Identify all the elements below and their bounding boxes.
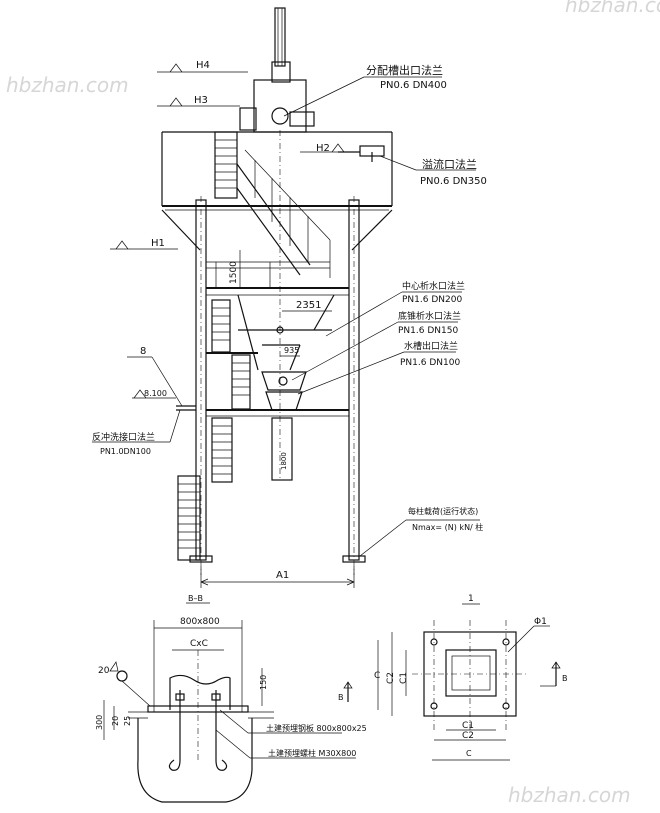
watermark-bottom-right: hbzhan.com — [508, 783, 631, 807]
callout-embedded-plate: 土建预埋钢板 800x800x25 — [266, 723, 367, 733]
dim-c2-horizontal: C2 — [462, 731, 474, 741]
column-stub — [169, 674, 231, 710]
callout-overflow-flange-spec: PN0.6 DN350 — [420, 176, 487, 187]
detail-bb: B–B 800x800 CxC 20 150 — [95, 594, 367, 803]
dim-2351: 2351 — [296, 300, 321, 311]
detail-marker-8: 8 — [140, 346, 146, 357]
callout-backwash-flange: 反冲洗接口法兰 — [92, 431, 155, 443]
level-h1: H1 — [151, 238, 165, 249]
dim-c-vertical: C — [374, 671, 380, 681]
detail-1: 1 Φ1 C C2 C1 C1 C2 C — [338, 594, 568, 761]
elev-8100: 8.100 — [144, 389, 167, 398]
callout-backwash-flange-spec: PN1.0DN100 — [100, 447, 151, 456]
dim-1800: 1800 — [280, 452, 288, 470]
callout-dist-flange-spec: PN0.6 DN400 — [380, 80, 447, 91]
callout-overflow-flange: 溢流口法兰 — [422, 157, 477, 171]
dim-935: 935 — [284, 346, 299, 355]
callout-tank-flange: 水槽出口法兰 — [404, 340, 458, 352]
dim-20: 20 — [111, 716, 120, 726]
section-marker-b-left: B — [338, 693, 344, 702]
watermark-top-right: hbzhan.com — [565, 0, 660, 17]
dim-25: 25 — [123, 716, 132, 726]
column-plan — [445, 649, 497, 697]
ground-stair — [177, 475, 201, 561]
callout-center-flange: 中心析水口法兰 — [402, 280, 465, 292]
level-h3: H3 — [194, 95, 208, 106]
load-value: Nmax= (N) kN/ 柱 — [412, 522, 483, 532]
level-h2: H2 — [316, 143, 330, 154]
callout-embedded-bolt: 土建预埋螺柱 M30X800 — [268, 748, 356, 758]
agitator-shaft — [274, 7, 286, 67]
middle-stair — [211, 299, 231, 353]
detail-bb-title: B–B — [188, 594, 203, 603]
dim-c1-vertical: C1 — [399, 672, 409, 684]
callout-tank-flange-spec: PN1.6 DN100 — [400, 358, 460, 368]
discharge-pipe — [271, 417, 293, 481]
left-column-base — [189, 555, 213, 563]
distribution-outlet-flange — [271, 107, 289, 125]
level-h4: H4 — [196, 60, 210, 71]
dim-1500: 1500 — [229, 261, 239, 284]
dim-a1: A1 — [276, 570, 289, 581]
dim-c2-vertical: C2 — [386, 672, 396, 684]
detail-1-title: 1 — [468, 594, 474, 604]
section-marker-b-right: B — [562, 674, 568, 683]
dim-cxc: CxC — [190, 639, 208, 649]
right-column-base — [342, 555, 366, 563]
left-column — [195, 199, 207, 561]
sludge-hopper — [261, 371, 307, 391]
foundation — [137, 718, 253, 803]
callout-dist-flange: 分配槽出口法兰 — [366, 63, 443, 77]
callout-center-flange-spec: PN1.6 DN200 — [402, 295, 462, 305]
drive-head — [271, 61, 291, 83]
callout-cone-flange-spec: PN1.6 DN150 — [398, 326, 458, 336]
load-title: 每柱载荷(运行状态) — [408, 506, 478, 516]
dim-c-horizontal: C — [466, 749, 472, 758]
callout-cone-flange: 底锥析水口法兰 — [398, 310, 461, 322]
elevation-view: H4 H3 H2 H1 1500 2351 935 1800 A1 分配槽出口法… — [92, 7, 487, 588]
phi-label: Φ1 — [534, 617, 547, 627]
right-column — [348, 199, 360, 561]
dim-c1-horizontal: C1 — [462, 721, 474, 731]
dim-800x800: 800x800 — [180, 617, 220, 627]
dim-300: 300 — [95, 715, 104, 730]
dim-20-marker: 20 — [98, 666, 110, 676]
dim-150: 150 — [259, 675, 268, 690]
watermark-top-left: hbzhan.com — [6, 73, 129, 97]
